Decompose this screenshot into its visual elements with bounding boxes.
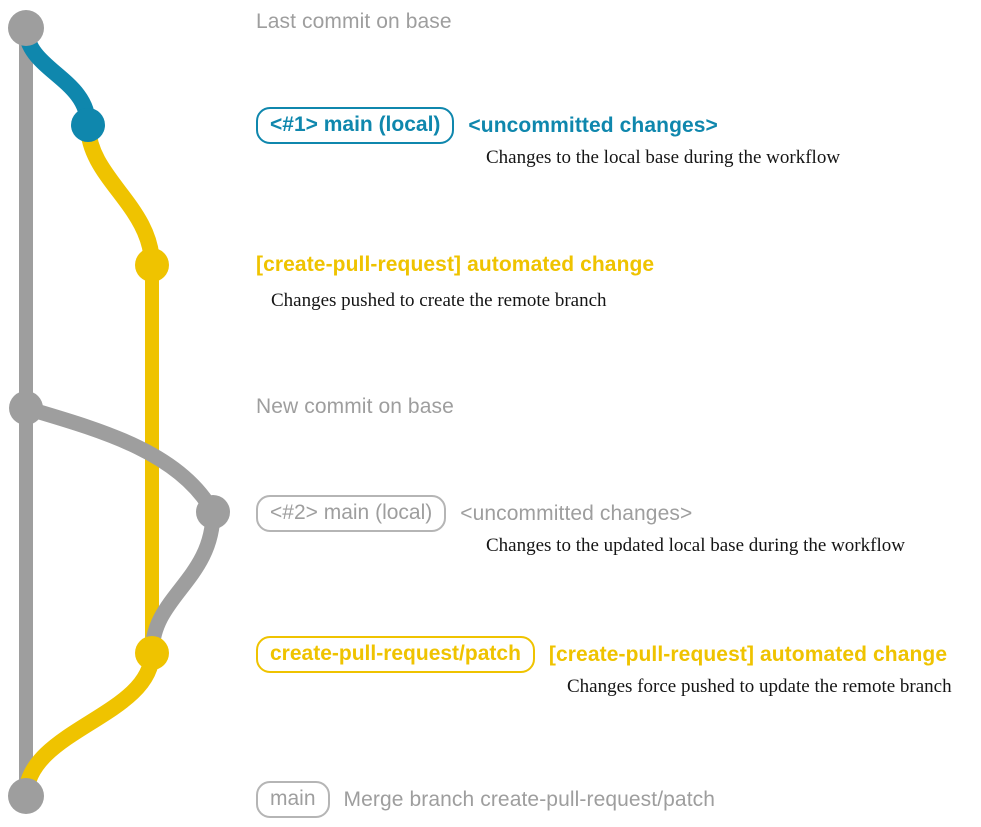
badge-ref-main[interactable]: main (256, 781, 330, 818)
row-commit-5-merge: main Merge branch create-pull-request/pa… (256, 781, 715, 818)
commit-message-remote-update: [create-pull-request] automated change (548, 642, 948, 666)
subtext-commit-4-remote-update: Changes force pushed to update the remot… (567, 676, 952, 697)
commit-message-local-1: <uncommitted changes> (468, 113, 718, 137)
commit-message-local-2: <uncommitted changes> (460, 501, 693, 525)
subtext-commit-3-local-updated: Changes to the updated local base during… (486, 535, 905, 556)
commit-dot-local-1[interactable] (71, 108, 105, 142)
row-commit-4-remote-update: create-pull-request/patch [create-pull-r… (256, 636, 947, 673)
commit-dot-base-merge[interactable] (8, 778, 44, 814)
commit-dot-base-last[interactable] (8, 10, 44, 46)
row-commit-1-local: <#1> main (local) <uncommitted changes> (256, 107, 718, 144)
commit-dot-local-2[interactable] (196, 495, 230, 529)
subtext-commit-1-local: Changes to the local base during the wor… (486, 147, 841, 168)
edge-base-to-local-2 (18, 400, 221, 520)
subtext-commit-2-remote-create: Changes pushed to create the remote bran… (271, 290, 607, 311)
commit-dot-patch-1[interactable] (135, 248, 169, 282)
badge-ref-create-pull-request-patch[interactable]: create-pull-request/patch (256, 636, 535, 673)
row-last-commit-on-base: Last commit on base (256, 10, 452, 34)
badge-ref-main-local-2[interactable]: <#2> main (local) (256, 495, 447, 532)
edge-local-1-to-patch-1 (80, 117, 160, 273)
edge-patch-2-to-merge (18, 645, 160, 804)
label-new-commit-on-base: New commit on base (256, 395, 454, 418)
row-new-commit-on-base: New commit on base (256, 395, 454, 419)
headline-commit-2-remote-create: [create-pull-request] automated change (256, 253, 655, 276)
commit-dot-patch-2[interactable] (135, 636, 169, 670)
commit-message-merge: Merge branch create-pull-request/patch (343, 787, 716, 811)
row-commit-3-local-updated: <#2> main (local) <uncommitted changes> (256, 495, 692, 532)
label-last-commit-on-base: Last commit on base (256, 10, 452, 33)
badge-ref-main-local-1[interactable]: <#1> main (local) (256, 107, 455, 144)
edge-local-2-to-patch-2 (144, 504, 221, 661)
commit-dot-base-new[interactable] (9, 391, 43, 425)
